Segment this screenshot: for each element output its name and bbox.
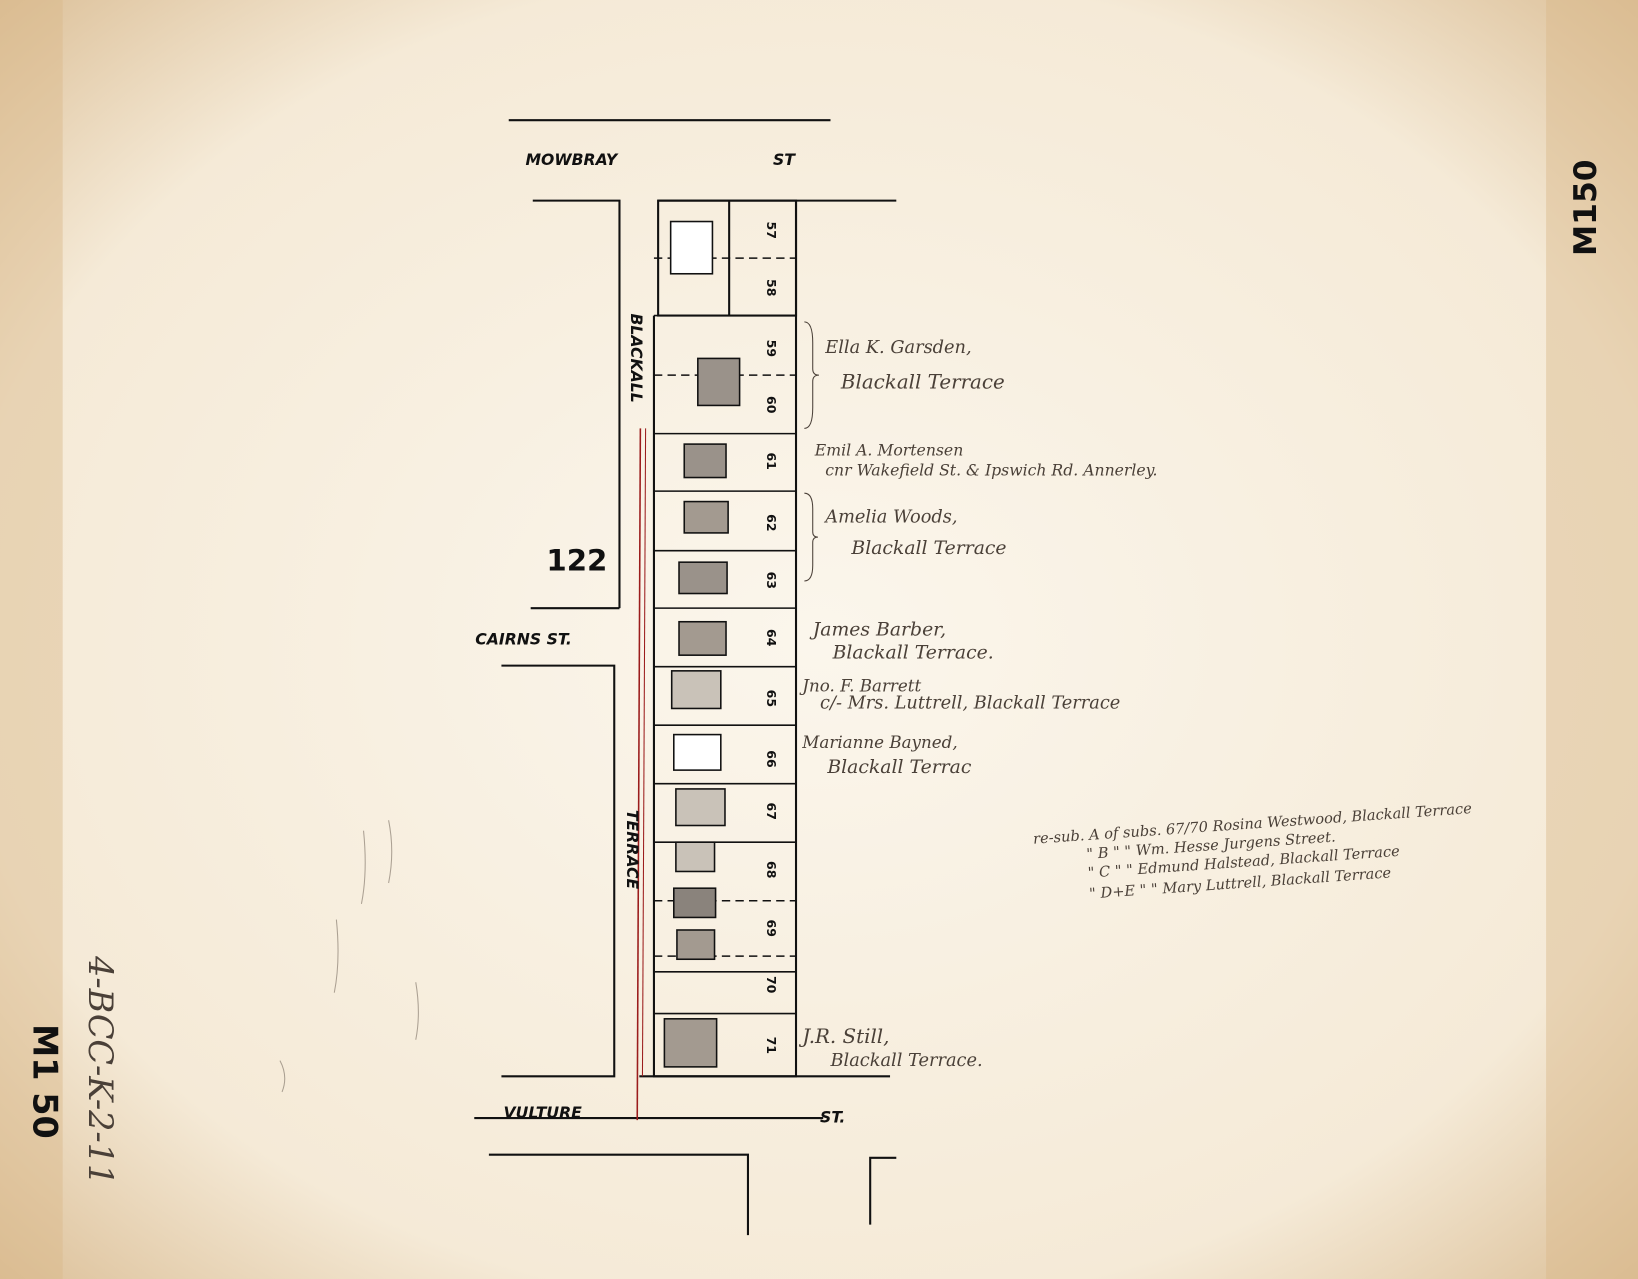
owner-1-name: Emil A. Mortensen — [814, 441, 963, 460]
section-number: 122 — [546, 544, 607, 578]
owner-4-address: c/- Mrs. Luttrell, Blackall Terrace — [820, 693, 1120, 713]
house-footprint — [683, 443, 727, 479]
house-footprint — [675, 788, 726, 827]
houses — [663, 220, 741, 1068]
house-footprint — [678, 561, 728, 595]
lot-number-67: 67 — [764, 803, 779, 820]
lot-number-58: 58 — [764, 279, 779, 296]
house-footprint — [673, 733, 722, 771]
sheet-id: M150 — [1568, 159, 1604, 256]
house-footprint — [676, 929, 716, 961]
house-footprint — [675, 841, 716, 873]
lot-number-69: 69 — [764, 920, 779, 937]
lot-number-68: 68 — [764, 861, 779, 878]
street-mowbray: MOWBRAY — [525, 150, 618, 169]
lot-number-57: 57 — [764, 222, 779, 239]
house-footprint — [663, 1018, 718, 1068]
lot-number-63: 63 — [764, 572, 779, 589]
owner-0-address: Blackall Terrace — [840, 371, 1005, 394]
lot-number-71: 71 — [764, 1037, 779, 1054]
lot-number-66: 66 — [764, 750, 779, 768]
owner-brackets — [804, 321, 820, 582]
lot-number-64: 64 — [764, 629, 779, 647]
red-survey-line-2 — [641, 428, 647, 1077]
house-footprint — [678, 620, 727, 656]
street-blackall: BLACKALL — [627, 313, 646, 402]
house-footprint — [697, 357, 741, 407]
house-footprint — [673, 887, 717, 919]
house-footprint — [683, 500, 729, 534]
lot-labels: 57 58 59 60 61 62 63 64 65 66 67 68 69 70 71 — [764, 222, 779, 1054]
house-footprint — [670, 670, 722, 710]
owner-2-name: Amelia Woods, — [823, 507, 957, 527]
owner-3-address: Blackall Terrace. — [832, 642, 994, 663]
street-cairns: CAIRNS ST. — [475, 630, 572, 649]
owner-5-address: Blackall Terrac — [826, 757, 972, 778]
sheet-id-bottom: M1 50 — [25, 1024, 64, 1139]
owner-5-name: Marianne Bayned, — [801, 732, 957, 752]
lot-number-59: 59 — [764, 340, 779, 357]
sheet-ref-handwritten: 4-BCC-K-2-11 — [81, 955, 120, 1185]
lot-number-62: 62 — [764, 514, 779, 531]
owner-2-address: Blackall Terrace — [850, 538, 1006, 559]
owner-0-name: Ella K. Garsden, — [824, 338, 971, 358]
street-vulture: VULTURE — [504, 1103, 583, 1122]
street-terrace: TERRACE — [623, 810, 642, 890]
lot-number-70: 70 — [764, 976, 779, 994]
owner-6-address: Blackall Terrace. — [829, 1051, 982, 1071]
right-stain — [1546, 0, 1638, 1279]
owner-4-name: Jno. F. Barrett — [799, 676, 921, 696]
house-footprint — [669, 220, 714, 275]
street-mowbray-st: ST — [773, 150, 796, 169]
lot-number-65: 65 — [764, 690, 779, 707]
street-vulture-st: ST. — [820, 1107, 845, 1126]
left-stain — [0, 0, 63, 1279]
red-survey-line — [636, 428, 642, 1121]
owner-1-address: cnr Wakefield St. & Ipswich Rd. Annerley… — [825, 460, 1157, 479]
lot-number-61: 61 — [764, 452, 779, 469]
lot-number-60: 60 — [764, 396, 779, 414]
owner-3-name: James Barber, — [809, 619, 946, 640]
owner-6-name: J.R. Still, — [798, 1025, 889, 1048]
pencil-notes — [279, 820, 419, 1093]
